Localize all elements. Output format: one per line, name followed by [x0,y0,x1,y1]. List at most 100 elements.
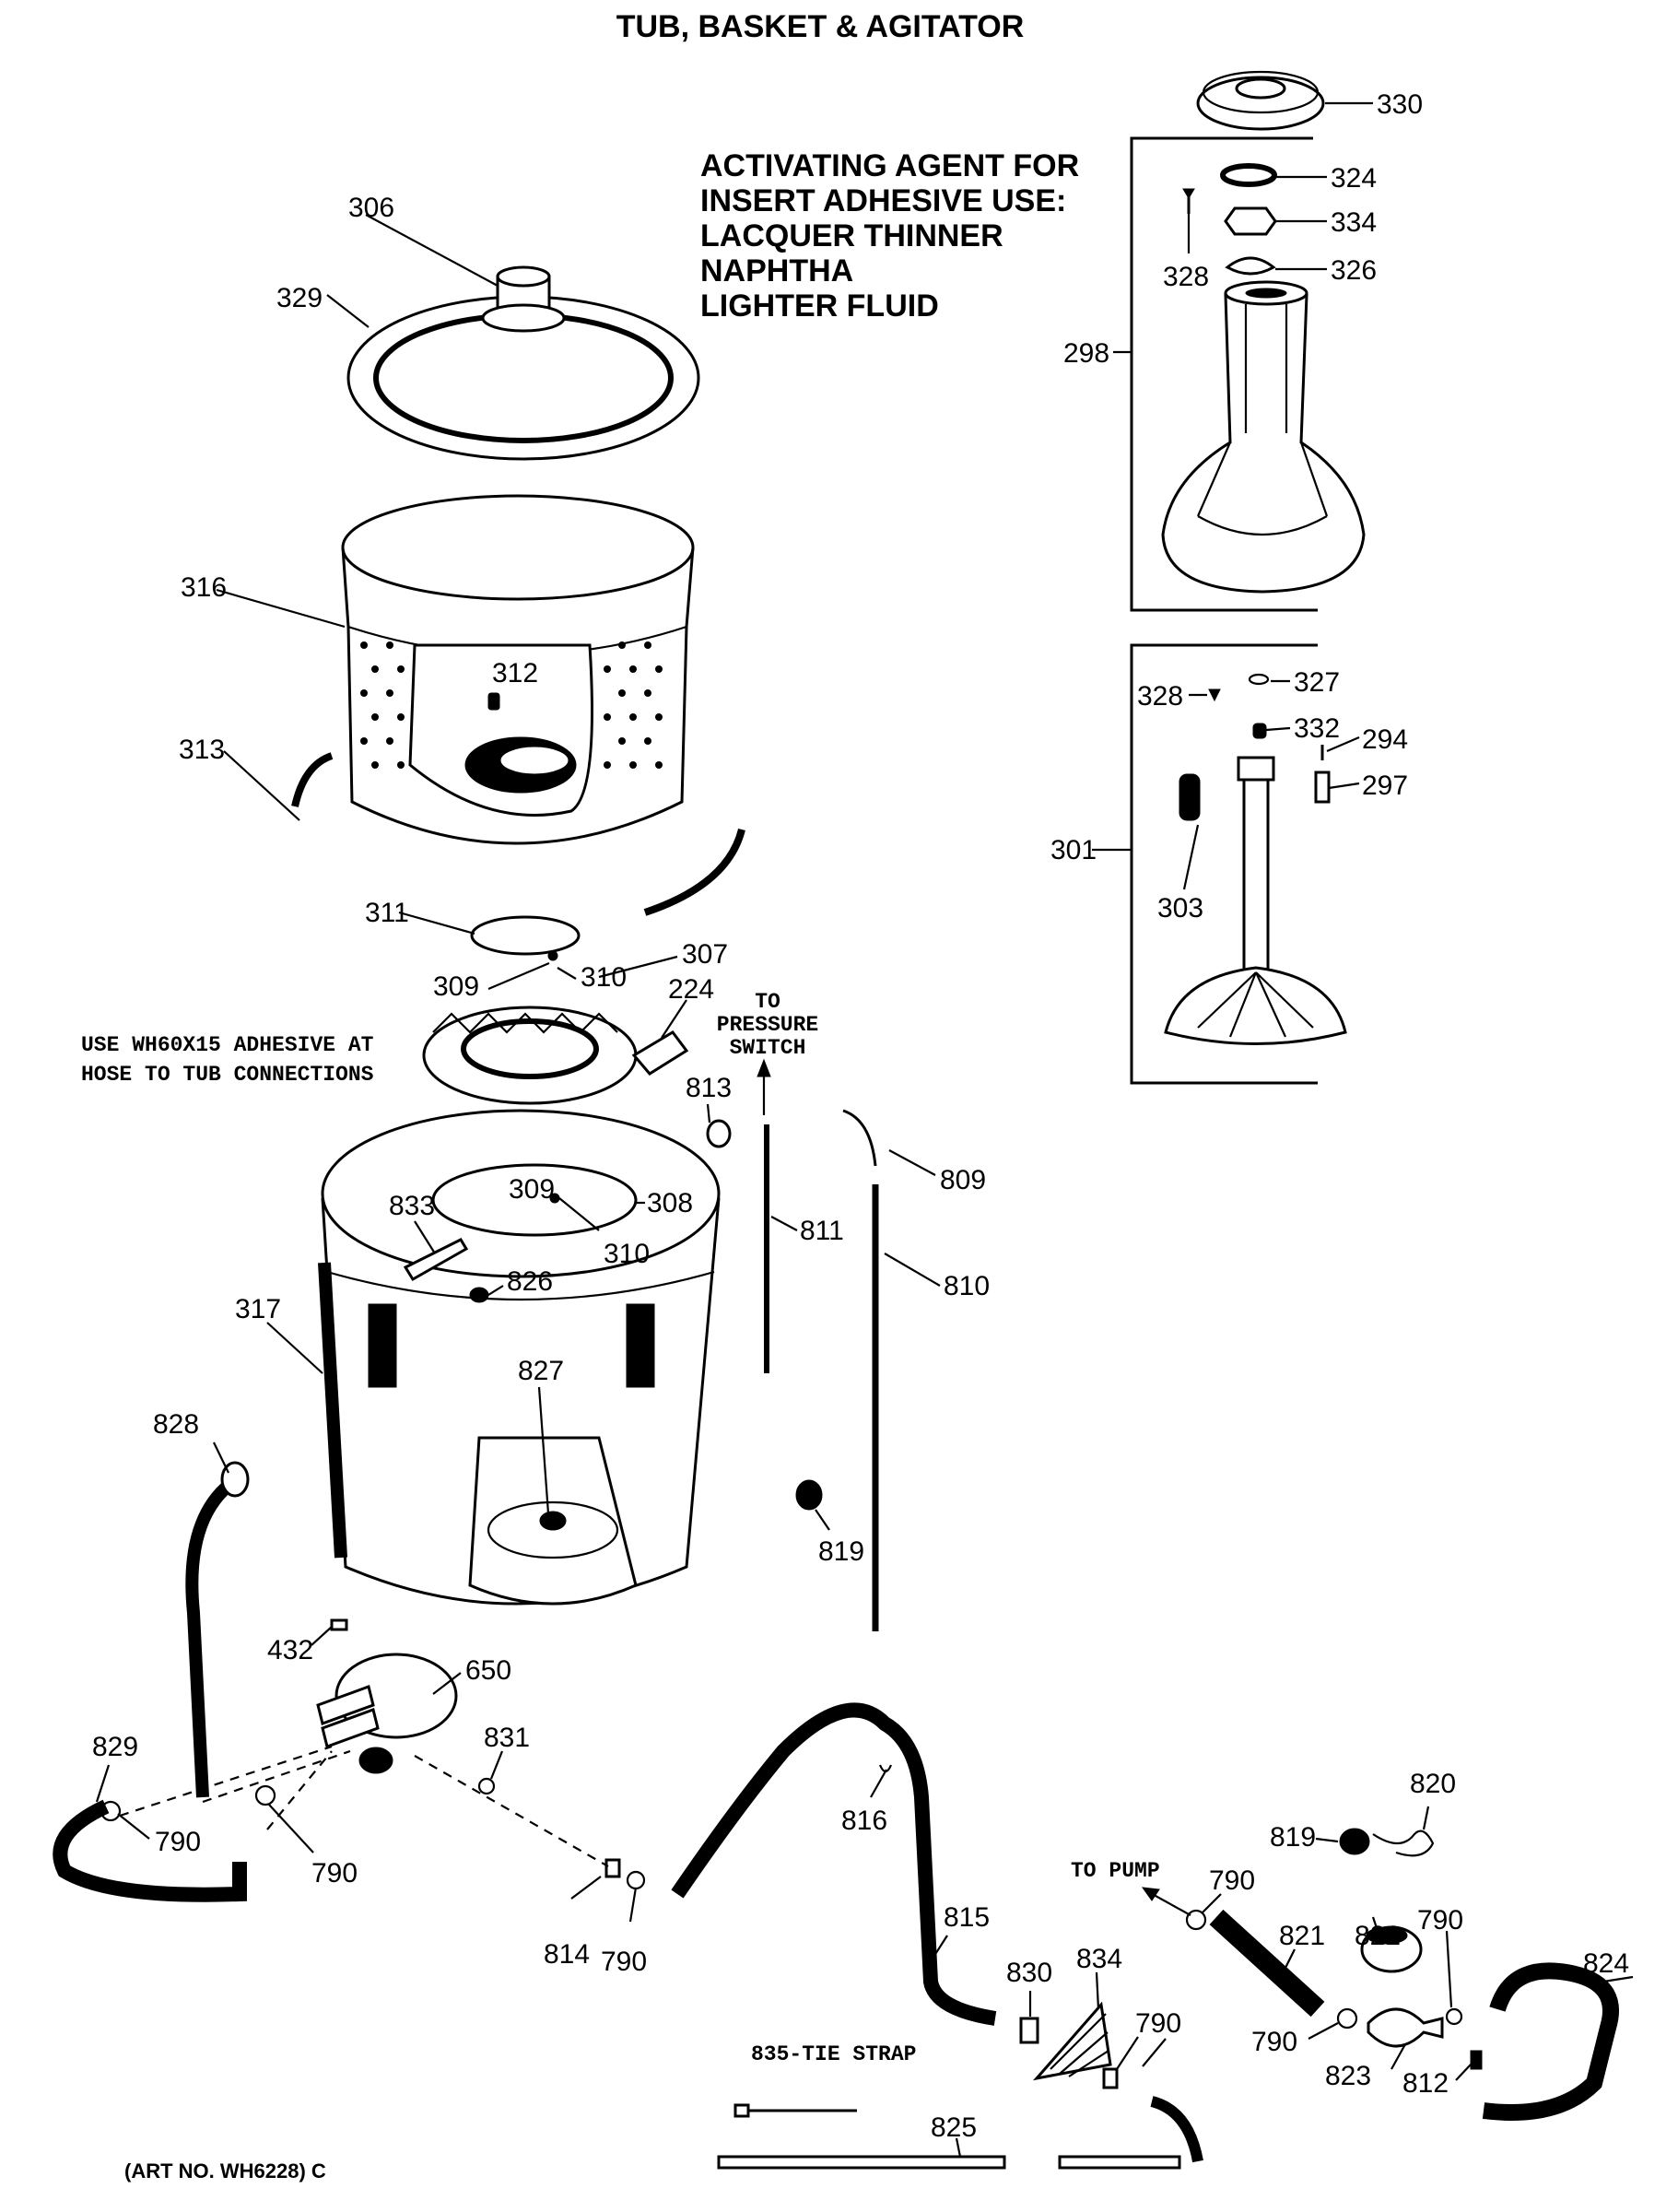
seal-teeth [432,1012,618,1034]
tub-ring-308 [431,1163,638,1237]
label-790-e: 790 [1209,1865,1255,1896]
art-number: (ART NO. WH6228) C [124,2159,326,2183]
perforation-dot [618,737,626,745]
leader-311 [398,911,475,935]
pressure-arrow-head [757,1058,771,1077]
hose-828 [185,1478,235,1798]
label-650: 650 [465,1655,511,1686]
label-826: 826 [507,1266,553,1297]
label-830: 830 [1006,1958,1052,1988]
shaft-base-ribs [1197,971,1314,1038]
label-823: 823 [1325,2061,1371,2091]
note-line-3: LACQUER THINNER [700,218,1003,253]
tie-strap-head [733,2103,750,2118]
leader-810 [884,1253,941,1287]
perforation-dot [386,641,393,649]
label-815: 815 [944,1902,990,1933]
leader-824 [1602,1975,1634,1983]
leader-826 [487,1285,504,1296]
part-812 [1470,2050,1483,2070]
label-819: 819 [818,1536,864,1567]
label-822: 822 [1355,1921,1401,1951]
agitator-assembly-298 [1130,70,1366,612]
part-833 [403,1238,469,1282]
clamp-790-a [100,1800,122,1822]
tub-body [321,1197,721,1606]
label-816: 816 [841,1806,887,1836]
perforation-dot [629,761,637,769]
perforation-dot [397,713,405,721]
tub-bracket-right [626,1303,655,1388]
leader-827 [537,1386,550,1514]
agitator-nut [1224,206,1277,236]
label-306: 306 [348,193,394,223]
leader-316 [216,588,346,629]
perforation-dot [371,665,379,673]
label-790-b: 790 [311,1858,358,1888]
leader-224 [661,999,687,1039]
leader-317 [266,1322,323,1374]
leader-329 [326,294,370,328]
note-line-2: INSERT ADHESIVE USE: [700,183,1066,218]
label-827: 827 [518,1356,564,1386]
leader-294 [1326,735,1360,753]
clamp-790-g [1445,2007,1463,2026]
tub-band [326,1270,715,1301]
perforation-dot [386,737,393,745]
part-827 [539,1511,567,1531]
perforation-dot [604,761,611,769]
dash-829-pump [119,1745,333,1818]
tub-rim [321,1109,721,1278]
agitator-shaft [1242,763,1270,979]
leader-816 [870,1769,887,1798]
label-829: 829 [92,1732,138,1762]
perforation-dot [397,761,405,769]
perforation-dot [386,689,393,697]
perforation-dot [360,689,368,697]
leader-812 [1455,2064,1472,2081]
leader-819 [815,1509,830,1531]
leader-310b [558,1197,600,1231]
perforation-dot [644,689,651,697]
agitator-vanes [1196,304,1329,535]
label-828: 828 [153,1409,199,1440]
label-790-c: 790 [601,1947,647,1977]
basket-hub [498,744,571,777]
part-826 [469,1287,489,1303]
leader-790-f [1308,2022,1339,2040]
leader-650 [432,1672,462,1695]
label-809: 809 [940,1165,986,1195]
label-814: 814 [544,1939,590,1970]
leader-lines [95,101,1634,2158]
part-303 [1179,773,1201,821]
adhesive-line-1: USE WH60X15 ADHESIVE AT [81,1033,374,1057]
agitator-cap [1196,76,1325,131]
label-312: 312 [492,658,538,688]
adhesive-line-2: HOSE TO TUB CONNECTIONS [81,1063,374,1087]
label-309b: 309 [509,1174,555,1205]
leader-829 [95,1764,111,1803]
label-825: 825 [931,2112,977,2143]
pump-port-1 [316,1685,375,1725]
agitator-cap-top [1202,70,1320,114]
perforation-dot [618,641,626,649]
stud-297 [1314,771,1331,804]
label-303: 303 [1157,893,1203,924]
activating-agent-note: ACTIVATING AGENT FOR INSERT ADHESIVE USE… [700,148,1079,324]
part-224 [631,1030,689,1076]
label-811: 811 [800,1216,844,1246]
label-812: 812 [1402,2068,1449,2099]
clip-820 [1372,1830,1435,1857]
balance-ring-right [643,828,745,916]
label-298: 298 [1063,338,1109,369]
label-309: 309 [433,971,479,1002]
label-307: 307 [682,939,728,970]
label-310b: 310 [604,1239,650,1269]
leader-813 [706,1103,711,1124]
tub-drain-ring [487,1500,619,1559]
leader-790-b [268,1804,314,1853]
label-820: 820 [1410,1769,1456,1799]
leader-831 [489,1750,504,1780]
basket-sides [341,547,695,628]
label-330: 330 [1377,89,1423,120]
